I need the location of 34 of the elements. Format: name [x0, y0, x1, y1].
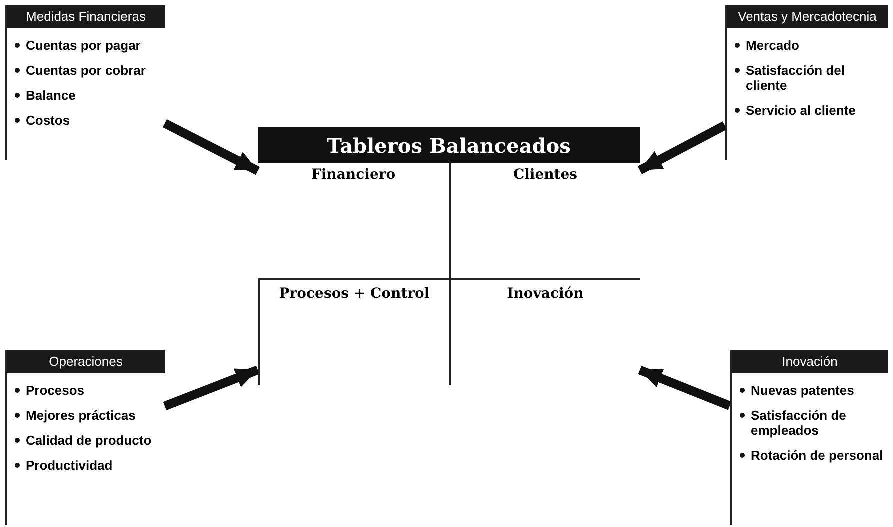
- scorecard-table: [258, 127, 640, 385]
- cell-heading: Financiero: [311, 167, 396, 183]
- arrow: [638, 122, 728, 175]
- bullet-item: Rotación de personal: [751, 448, 884, 463]
- panel-heading: Inovación: [732, 350, 888, 373]
- bullet-item: Costos: [26, 113, 72, 128]
- category-panel: [5, 350, 165, 525]
- bullet-item: Cuentas por cobrar: [26, 63, 147, 78]
- category-panel: [725, 5, 888, 160]
- bullet-item: Satisfacción de empleados: [751, 408, 848, 438]
- bullet-item: Satisfacción del cliente: [746, 63, 846, 93]
- panel-heading: Ventas y Mercadotecnia: [727, 5, 888, 28]
- arrow: [163, 366, 260, 411]
- cell-heading: Procesos + Control: [279, 286, 430, 302]
- bullet-item: Calidad de producto: [26, 433, 153, 448]
- table-title: Tableros Balanceados: [258, 129, 640, 163]
- category-panel: [730, 350, 888, 525]
- bullet-item: Productividad: [26, 458, 114, 473]
- bullet-item: Nuevas patentes: [751, 383, 856, 398]
- bullet-item: Procesos: [26, 383, 86, 398]
- panel-heading: Medidas Financieras: [7, 5, 165, 28]
- category-panel: [5, 5, 165, 160]
- cell-heading: Clientes: [513, 167, 578, 183]
- cell-heading: Inovación: [507, 286, 584, 302]
- bullet-item: Balance: [26, 88, 77, 103]
- panel-heading: Operaciones: [7, 350, 165, 373]
- bullet-item: Servicio al cliente: [746, 103, 857, 118]
- quadrant-cell: [258, 161, 451, 280]
- bullet-item: Mercado: [746, 38, 800, 53]
- bullet-item: Cuentas por pagar: [26, 38, 142, 53]
- arrow: [638, 366, 732, 410]
- quadrant-cell: [258, 280, 451, 385]
- bullet-item: Mejores prácticas: [26, 408, 137, 423]
- arrow: [162, 119, 260, 176]
